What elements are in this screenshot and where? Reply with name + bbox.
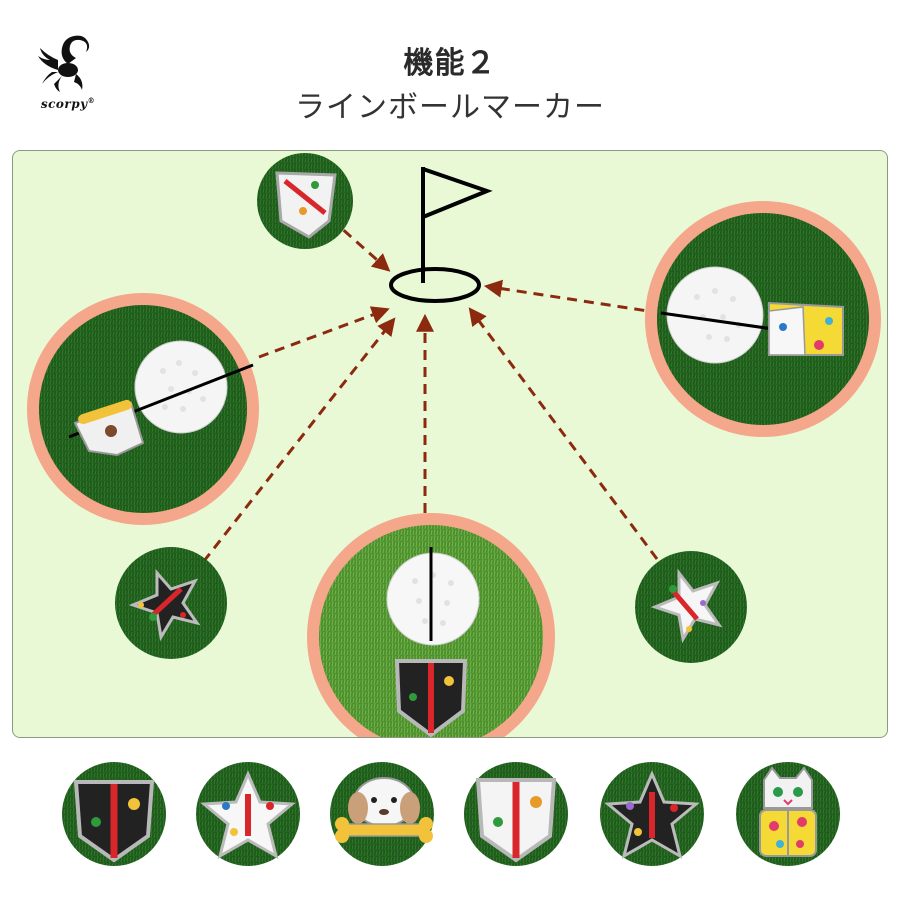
thumb-dog-bone	[330, 762, 434, 866]
cat-marker-icon	[759, 766, 817, 857]
scorpion-icon	[38, 35, 90, 92]
golf-ball-icon	[386, 552, 480, 646]
arrow-right	[483, 279, 662, 315]
arrow-right-lower	[468, 307, 659, 560]
marker-circle-top-left	[257, 153, 353, 249]
thumb-star-black	[600, 762, 704, 866]
dog-bone-marker-icon	[73, 399, 145, 457]
thumb-shield-black	[62, 762, 166, 866]
shield-marker-black-icon	[394, 659, 468, 737]
marker-lineup	[0, 760, 900, 880]
golf-hole-icon	[389, 267, 481, 303]
arrow-left	[258, 306, 390, 359]
diagram-panel	[12, 150, 888, 738]
thumb-cat	[736, 762, 840, 866]
thumb-star-white	[196, 762, 300, 866]
page-subtitle: ラインボールマーカー	[295, 90, 605, 125]
flag-icon	[421, 167, 493, 283]
ball-circle-right	[645, 201, 881, 437]
brand-logo: scorpy®	[28, 24, 108, 120]
golf-ball-icon	[134, 340, 228, 434]
marker-circle-lower-left	[115, 547, 227, 659]
ball-circle-left	[27, 293, 259, 525]
marker-circle-lower-right	[635, 551, 747, 663]
ball-circle-bottom	[307, 513, 555, 737]
arrow-left-lower	[191, 317, 396, 576]
cat-marker-icon	[768, 301, 844, 356]
page-title: 機能２	[403, 46, 497, 81]
aim-diagram	[27, 153, 881, 737]
dog-bone-marker-icon	[335, 777, 433, 843]
logo-wordmark: scorpy	[40, 97, 88, 111]
aim-arrows	[191, 217, 662, 576]
arrow-top-left	[330, 217, 391, 272]
marker-thumbnails	[62, 762, 840, 866]
registered-mark: ®	[87, 96, 96, 105]
thumb-shield-white	[464, 762, 568, 866]
